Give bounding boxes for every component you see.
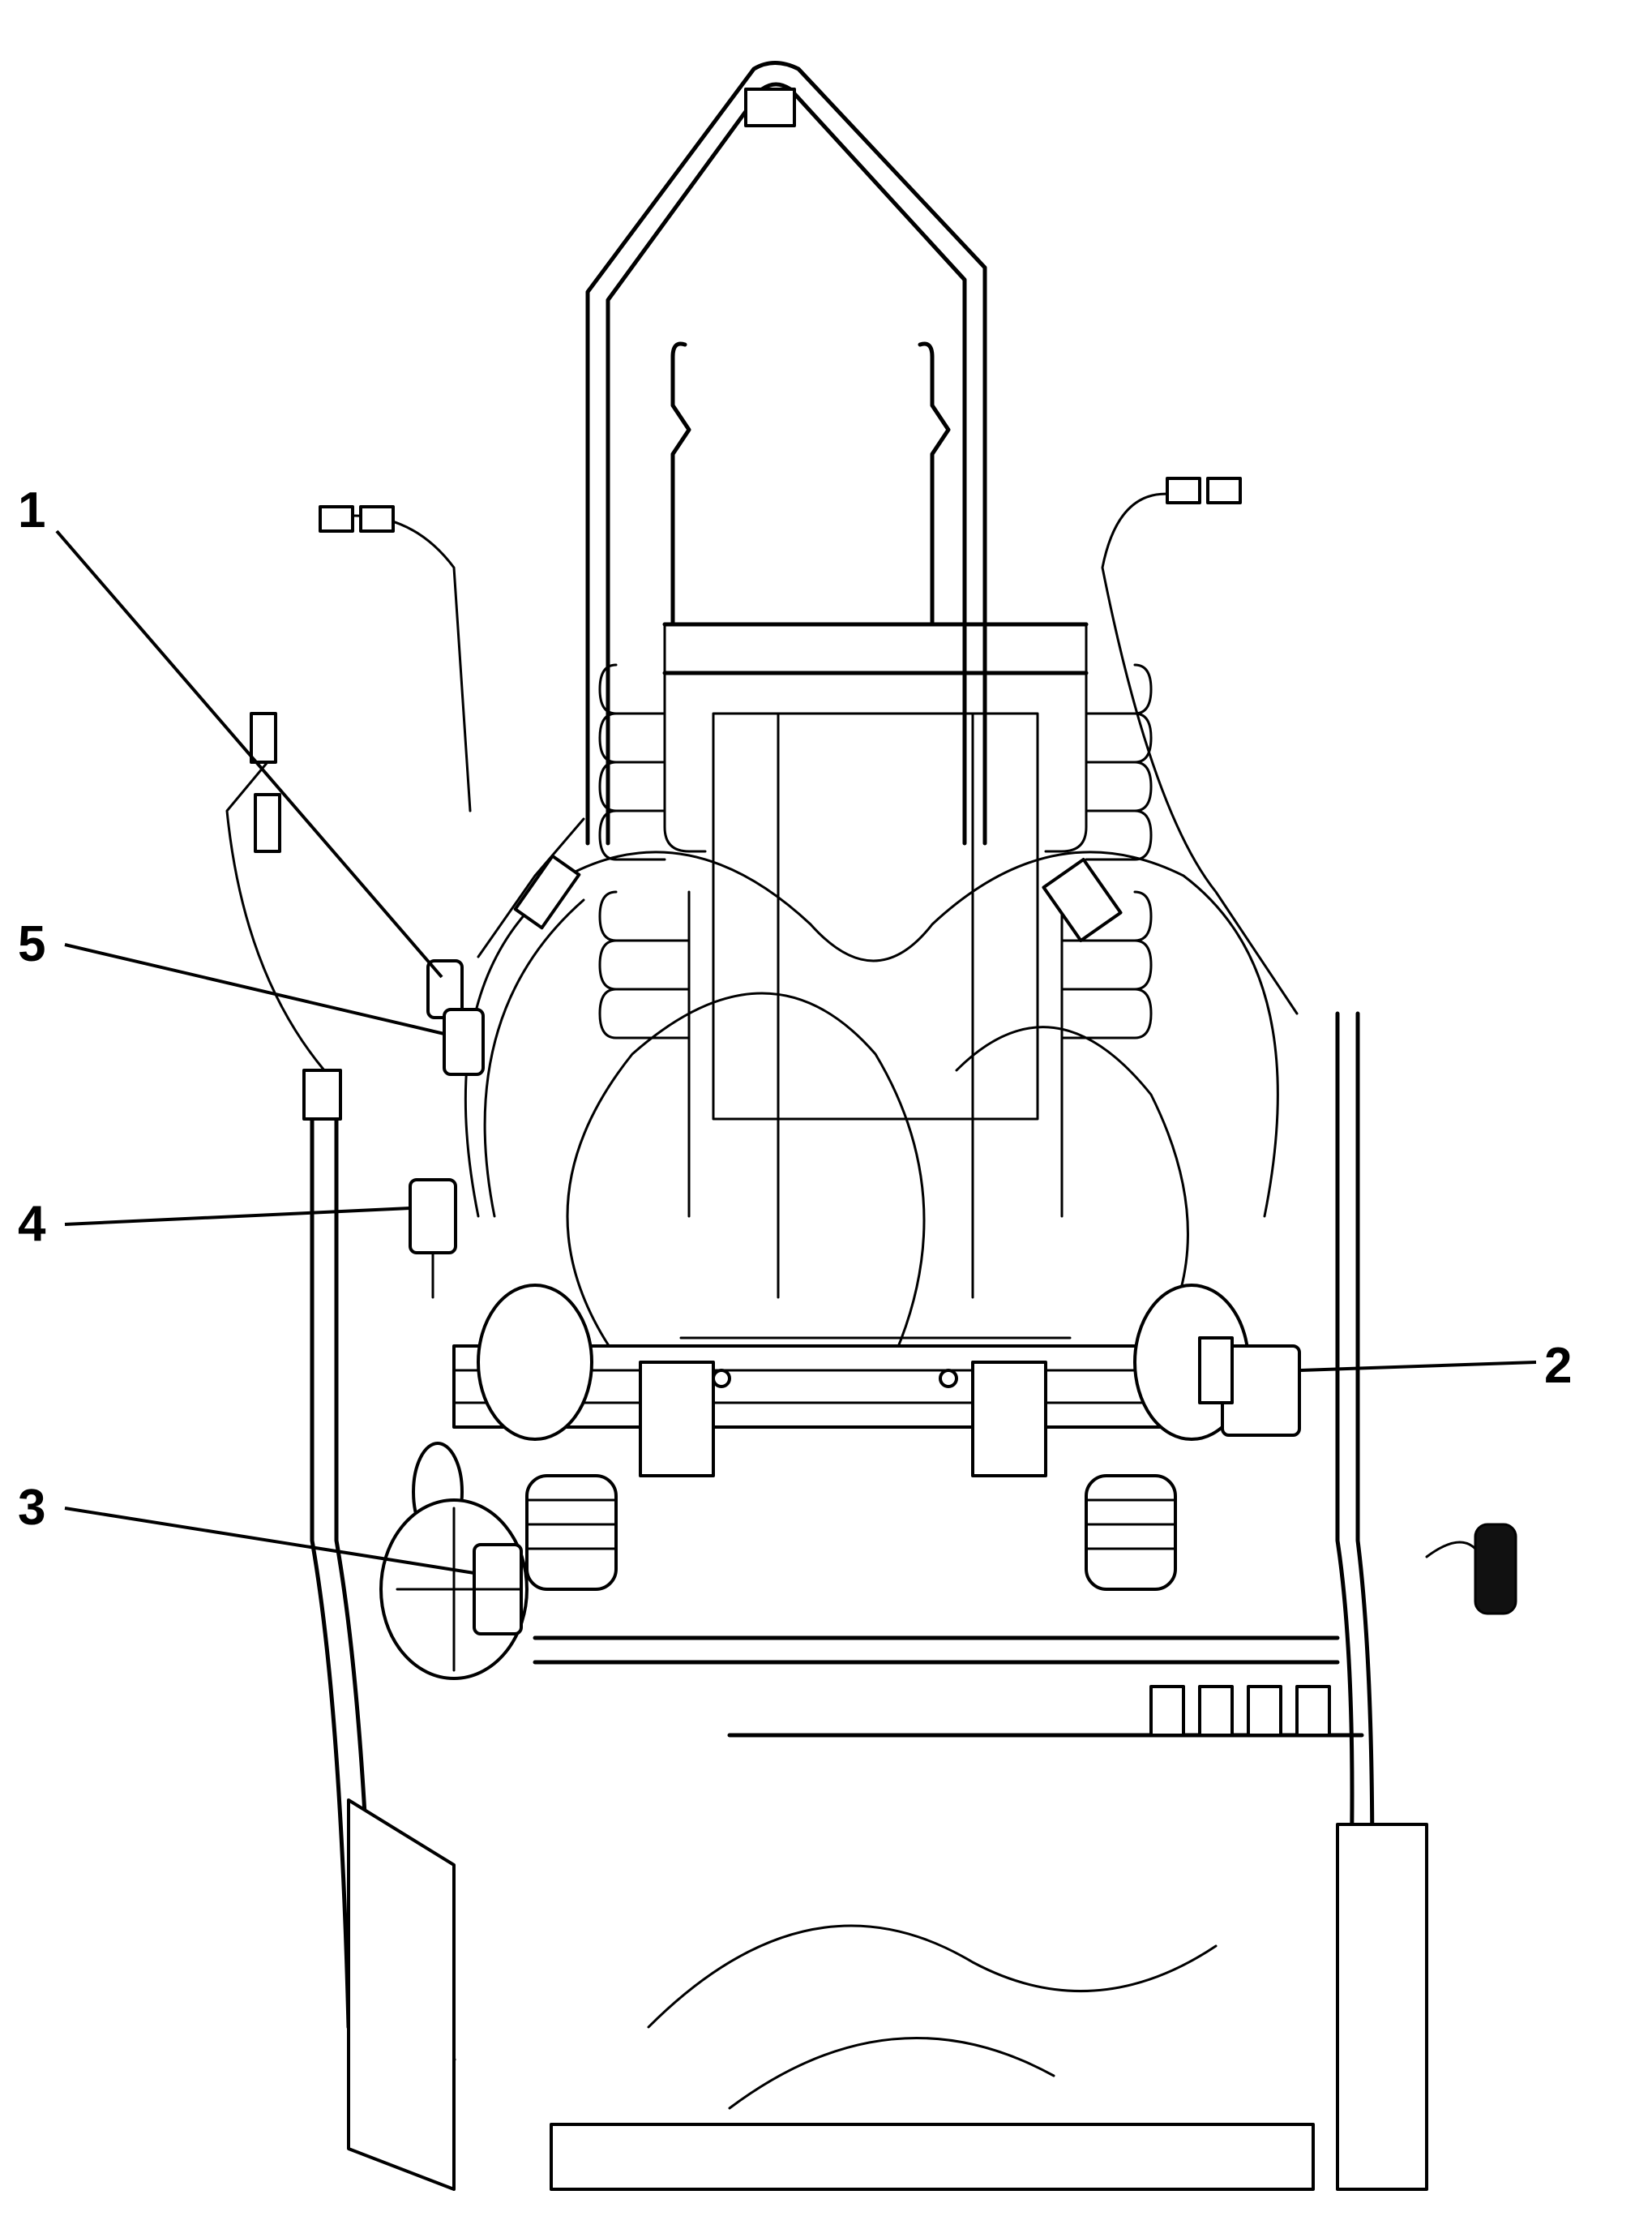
callout-2-leader <box>1300 1361 1537 1372</box>
connector-4 <box>409 1178 457 1254</box>
callout-3-leader <box>64 1507 475 1575</box>
callout-3-label: 3 <box>18 1480 45 1536</box>
left-frame-cap <box>302 1069 342 1121</box>
headrest-connector <box>744 88 796 127</box>
seatback-frame <box>585 61 987 846</box>
callout-2-label: 2 <box>1544 1338 1572 1394</box>
callout-1-label: 1 <box>18 482 45 538</box>
callout-4-label: 4 <box>18 1196 46 1252</box>
headrest-rods <box>670 341 951 627</box>
callout-4-leader <box>64 1207 411 1226</box>
cushion-frame <box>302 1011 1517 2191</box>
callout-5-label: 5 <box>18 916 45 972</box>
connector-2-mate <box>1198 1336 1234 1404</box>
connectors <box>225 477 1301 1635</box>
seatback-cross-member <box>452 1344 1274 1477</box>
side-connector <box>1474 1523 1517 1615</box>
recliner-motors <box>412 1284 1250 1591</box>
connector-5 <box>443 1008 485 1076</box>
callouts: 1 2 3 4 5 <box>18 482 1572 1575</box>
connector-2 <box>1221 1344 1301 1437</box>
callout-5-leader <box>64 943 445 1035</box>
spring-mat <box>598 622 1153 1340</box>
callout-1-leader <box>55 529 443 979</box>
